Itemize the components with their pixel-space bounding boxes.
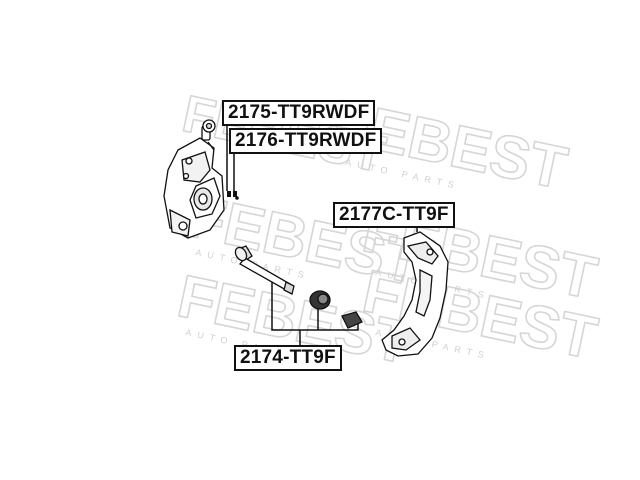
boot-plug-drawing <box>341 311 363 329</box>
bushing-drawing <box>309 290 331 310</box>
guide-pin-drawing <box>234 245 295 295</box>
label-caliper-bracket: 2177C-TT9F <box>333 202 455 228</box>
small-kit-parts <box>227 191 239 200</box>
brake-caliper-drawing <box>163 119 225 239</box>
leader-lines <box>226 124 418 345</box>
label-caliper-repair-kit: 2175-TT9RWDF <box>222 100 376 126</box>
label-guide-pin-kit: 2174-TT9F <box>234 345 342 371</box>
caliper-bracket-drawing <box>381 231 449 357</box>
label-caliper-piston-kit: 2176-TT9RWDF <box>229 128 383 154</box>
